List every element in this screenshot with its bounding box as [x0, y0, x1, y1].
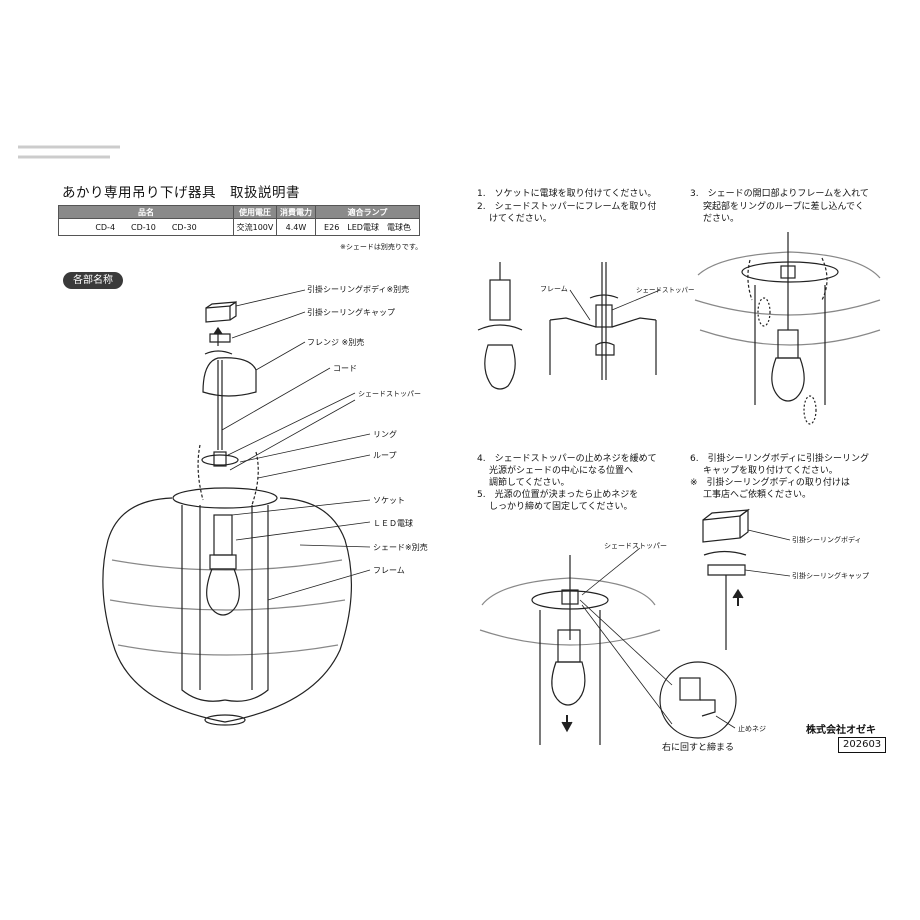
step6-diagram — [702, 508, 791, 650]
th-power: 消費電力 — [276, 205, 316, 219]
step-3-text-c: ださい。 — [703, 214, 740, 224]
label-shade: シェード※別売 — [373, 543, 428, 552]
label-ceiling-body: 引掛シーリングボディ※別売 — [307, 285, 410, 294]
step-2-text-b: けてください。 — [489, 214, 552, 224]
parts-badge: 各部名称 — [63, 272, 123, 289]
parts-diagram — [102, 289, 371, 726]
label-led-bulb: ＬＥＤ電球 — [373, 519, 413, 528]
step-4-text-a: 4. シェードストッパーの止めネジを緩めて — [477, 454, 657, 464]
td-power: 4.4W — [276, 218, 316, 236]
step-6-note-a: ※ 引掛シーリングボディの取り付けは — [690, 478, 850, 488]
company-name: 株式会社オゼキ — [806, 725, 876, 736]
label-tighten-right: 右に回すと締まる — [662, 743, 735, 753]
step-6-text-a: 6. 引掛シーリングボディに引掛シーリング — [690, 454, 869, 464]
td-lamp: E26 LED電球 電球色 — [315, 218, 420, 236]
label-shade-stopper: シェードストッパー — [358, 390, 421, 398]
spec-table: 品名 使用電圧 消費電力 適合ランプ CD-4 CD-10 CD-30 交流10… — [58, 205, 420, 236]
label-frame: フレーム — [373, 566, 405, 575]
step-3-text-a: 3. シェードの開口部よりフレームを入れて — [690, 189, 869, 199]
th-lamp: 適合ランプ — [315, 205, 420, 219]
faded-header-marks — [18, 145, 120, 159]
label-socket: ソケット — [373, 496, 405, 505]
step-4-text-c: 調節してください。 — [489, 478, 570, 488]
label-loop: ループ — [373, 451, 397, 460]
label-cord: コード — [333, 364, 357, 373]
step-5-text-b: しっかり締めて固定してください。 — [489, 502, 633, 512]
step-4-text-b: 光源がシェードの中心になる位置へ — [489, 466, 634, 476]
spec-table-header: 品名 使用電圧 消費電力 適合ランプ — [58, 205, 420, 219]
label-ring: リング — [373, 430, 397, 439]
step-6-text-b: キャップを取り付けてください。 — [703, 466, 838, 476]
label-flange: フレンジ ※別売 — [307, 338, 365, 347]
shade-note: ※シェードは別売りです。 — [340, 243, 423, 251]
label-set-screw: 止めネジ — [738, 725, 766, 733]
label-ceiling-cap-step6: 引掛シーリングキャップ — [792, 572, 869, 580]
step-3-text-b: 突起部をリングのループに差し込んでく — [703, 202, 865, 212]
step-5-text-a: 5. 光源の位置が決まったら止めネジを — [477, 490, 639, 500]
td-name: CD-4 CD-10 CD-30 — [58, 218, 234, 236]
th-name: 品名 — [58, 205, 234, 219]
step3-diagram — [694, 232, 881, 425]
spec-table-row: CD-4 CD-10 CD-30 交流100V 4.4W E26 LED電球 電… — [58, 218, 420, 236]
step-1-text: 1. ソケットに電球を取り付けてください。 — [477, 189, 657, 199]
label-stopper-step2: シェードストッパー — [636, 286, 695, 294]
step-6-note-b: 工事店へご依頼ください。 — [703, 490, 812, 500]
document-code: 202603 — [838, 737, 887, 753]
label-ceiling-body-step6: 引掛シーリングボディ — [792, 536, 862, 544]
th-voltage: 使用電圧 — [233, 205, 277, 219]
label-stopper-step4: シェードストッパー — [604, 542, 667, 550]
td-voltage: 交流100V — [233, 218, 277, 236]
step4-5-diagram — [479, 547, 737, 745]
label-frame-step2: フレーム — [540, 285, 568, 293]
label-ceiling-cap: 引掛シーリングキャップ — [307, 308, 395, 317]
step1-2-diagram — [477, 262, 661, 390]
page-title: あかり専用吊り下げ器具 取扱説明書 — [62, 185, 300, 201]
step-2-text-a: 2. シェードストッパーにフレームを取り付 — [477, 202, 657, 212]
